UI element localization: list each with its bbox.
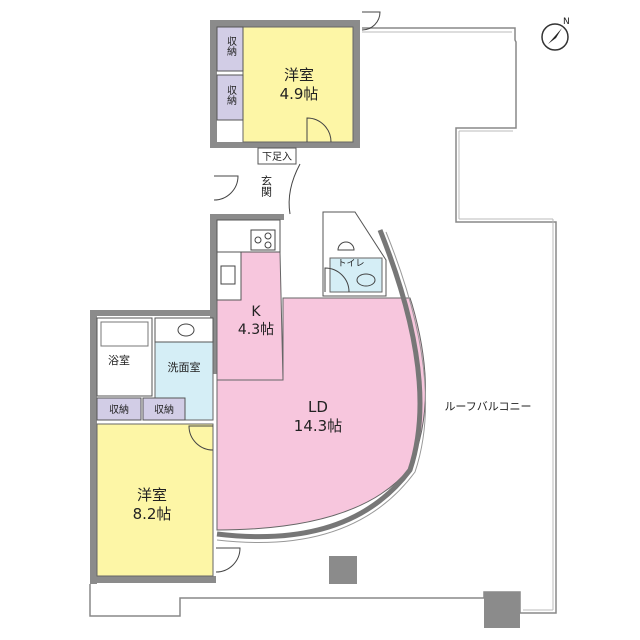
storage-south-1 [96, 397, 142, 421]
storage-south-2 [142, 397, 186, 421]
storage-south-2-label: 収納 [154, 403, 174, 416]
living-dining-name: LD [308, 398, 328, 416]
toilet-icon [356, 273, 376, 287]
entrance-door [213, 175, 239, 201]
bathtub [100, 321, 149, 347]
living-window-arc-inner [216, 231, 426, 543]
bathroom-name: 浴室 [108, 353, 130, 367]
storage-north-1-label: 収納 [225, 36, 237, 57]
shoe-storage [257, 147, 297, 165]
storage-north-2-text: 収納 [225, 85, 237, 106]
entrance-label: 玄関 [260, 174, 273, 197]
south-room-size: 8.2帖 [133, 505, 172, 523]
toilet-basin-icon [337, 241, 355, 251]
north-room-size: 4.9帖 [280, 85, 319, 103]
washbasin-icon [177, 323, 195, 337]
balcony-pillar-1 [329, 556, 357, 584]
toilet-door [324, 267, 350, 293]
roof-balcony-name: ルーフバルコニー [444, 400, 531, 413]
door-south-room [188, 425, 214, 451]
kitchen-counter [216, 219, 281, 253]
storage-north-1-text: 収納 [225, 36, 237, 57]
living-dining-size: 14.3帖 [294, 417, 342, 435]
south-room-name: 洋室 [137, 486, 167, 504]
sink-icon [220, 265, 236, 285]
entrance-name: 玄関 [260, 174, 273, 197]
bathroom [96, 317, 153, 397]
entrance-curve [288, 163, 301, 215]
exterior-walls [90, 20, 360, 584]
kitchen-name: K [251, 304, 261, 320]
door-north-room [306, 117, 332, 143]
north-arrow-icon [541, 23, 569, 51]
balcony-pillar-2 [484, 592, 520, 628]
storage-north-2-label: 収納 [225, 85, 237, 106]
western-room-north [242, 26, 354, 143]
toilet-floor [329, 257, 383, 293]
stove-icon [250, 229, 276, 251]
kitchen-size: 4.3帖 [238, 322, 274, 338]
compass-label: N [563, 17, 570, 27]
washroom-name: 洗面室 [168, 360, 201, 374]
north-room-name: 洋室 [284, 66, 314, 84]
storage-north-1 [216, 26, 244, 72]
washbasin-counter [154, 317, 214, 343]
living-window-arc [216, 229, 423, 540]
door-exterior-north [361, 11, 381, 31]
shoe-storage-name: 下足入 [262, 151, 292, 163]
roof-balcony-outline [89, 27, 557, 617]
roof-balcony-outline-inner [362, 31, 554, 611]
storage-south-1-label: 収納 [109, 403, 129, 416]
western-room-south [96, 423, 214, 577]
door-south-exterior [215, 547, 241, 573]
storage-north-2 [216, 74, 244, 121]
toilet-name: トイレ [337, 259, 364, 269]
